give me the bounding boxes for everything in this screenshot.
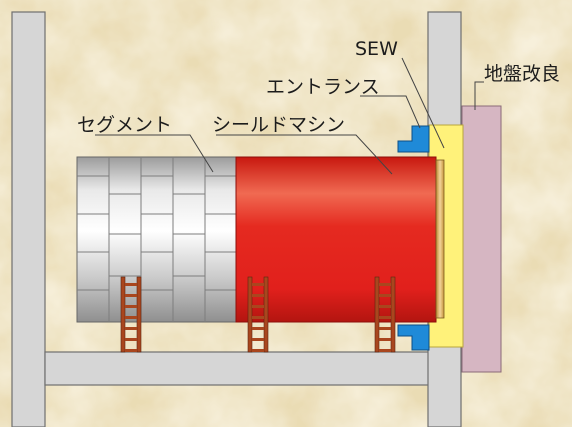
segment-leader [95, 134, 214, 173]
segment-body [76, 156, 238, 323]
sew-leader [401, 57, 445, 149]
ladder-rung [379, 316, 391, 319]
ladder-rung [379, 294, 391, 297]
ladder-support [247, 276, 269, 353]
ladder-rung [379, 349, 391, 352]
ladder-rung [252, 349, 264, 352]
entrance-seal-top [397, 125, 430, 153]
ladder-rung [125, 305, 137, 308]
leader-lines [95, 57, 484, 175]
ladder-rung [379, 327, 391, 330]
ladder-rung [125, 349, 137, 352]
ladder-rail [120, 276, 126, 353]
ladder-rung [252, 338, 264, 341]
ladder-rung [252, 316, 264, 319]
ladder-rung [252, 327, 264, 330]
shield-machine-leader [216, 134, 393, 175]
label-sew: SEW [355, 38, 398, 60]
ladder-rung [379, 338, 391, 341]
ladder-rung [252, 305, 264, 308]
ladder-rung [125, 338, 137, 341]
ladder-rung [125, 283, 137, 286]
label-ground-improvement: 地盤改良 [484, 63, 560, 85]
entrance-seal-bottom [397, 324, 430, 351]
ground-improvement-block [461, 105, 502, 373]
ladder-rail [247, 276, 253, 353]
ladder-rung [125, 316, 137, 319]
ladder-rung [252, 283, 264, 286]
entrance-seal [397, 125, 430, 351]
entrance-leader [360, 95, 421, 129]
ladder-rail [390, 276, 396, 353]
segment-lining [76, 156, 238, 323]
ladder-rung [379, 305, 391, 308]
ladder-rail [136, 276, 142, 353]
ladder-rung [379, 283, 391, 286]
label-segment: セグメント [77, 114, 172, 136]
cutter-head [435, 159, 445, 319]
ground-improvement-leader [474, 81, 484, 110]
shaft-floor-slab [44, 351, 431, 386]
ladder-rail [263, 276, 269, 353]
ladder-support [374, 276, 396, 353]
shield-machine-body [235, 156, 437, 323]
ladder-supports [120, 276, 396, 353]
label-entrance: エントランス [266, 76, 380, 98]
ladder-support [120, 276, 142, 353]
ladder-rail [374, 276, 380, 353]
left-shaft-wall [11, 11, 46, 427]
ladder-rung [125, 294, 137, 297]
ladder-rung [125, 327, 137, 330]
ladder-rung [252, 294, 264, 297]
label-shield-machine: シールドマシン [212, 114, 345, 136]
